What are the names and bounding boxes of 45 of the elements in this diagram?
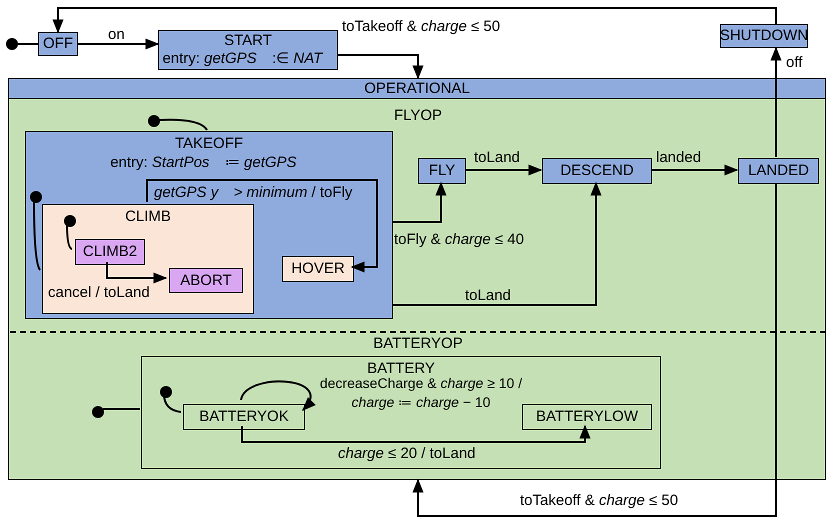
edge-label: off (786, 53, 802, 73)
state-box: SHUTDOWN (720, 24, 808, 48)
transition-arrow (770, 46, 782, 157)
transition-arrow (146, 179, 378, 273)
edge-label: getGPS y⃗ > minimum / toFly (154, 183, 352, 203)
edge-label: toLand (474, 148, 520, 168)
composite-state (25, 131, 393, 319)
transition-arrow (338, 54, 424, 80)
state-box: ABORT (169, 268, 243, 293)
edge-label: toLand (465, 286, 511, 306)
transition-arrow (392, 182, 602, 306)
transition-arrow (240, 380, 316, 412)
state-box: DESCEND (542, 158, 652, 184)
state-name: FLYOP (394, 106, 442, 125)
state-box: CLIMB2 (75, 239, 145, 265)
state-name: BATTERYOP (373, 334, 463, 353)
state-box: BATTERYLOW (522, 404, 652, 430)
transition-arrow (52, 7, 777, 34)
entry-action: entry: StartPos⃗ ≔ getGPS⃗ (110, 153, 308, 172)
state-name: TAKEOFF (174, 134, 244, 153)
transition-arrow (392, 182, 447, 223)
composite-state (141, 356, 661, 469)
transition-arrow (465, 164, 542, 176)
transition-arrow (78, 38, 160, 50)
composite-state (42, 204, 254, 314)
edge-label: on (108, 25, 125, 45)
transition-arrow (412, 183, 777, 517)
edge-label: toTakeoff & charge ≤ 50 (520, 491, 678, 511)
transition-arrow (651, 164, 738, 176)
state-box: LANDED (738, 158, 819, 184)
state-box: FLY (418, 158, 466, 184)
state-box: HOVER (282, 256, 354, 282)
edge-label: toTakeoff & charge ≤ 50 (342, 17, 500, 37)
transition-arrow (106, 262, 168, 284)
edge-label: landed (656, 148, 702, 168)
state-box: OFF (38, 32, 78, 56)
composite-state (8, 78, 826, 480)
transition-arrow (241, 424, 591, 443)
edge-label: toFly & charge ≤ 40 (394, 230, 524, 250)
state-name: CLIMB (125, 207, 171, 226)
edge-label: cancel / toLand (48, 283, 150, 303)
state-box: START entry: getGPS⃗ :∈ NAT⃗ (158, 30, 338, 70)
state-header: OPERATIONAL (9, 79, 825, 99)
state-box: BATTERYOK (183, 404, 305, 430)
edge-label: charge ≤ 20 / toLand (338, 444, 476, 464)
